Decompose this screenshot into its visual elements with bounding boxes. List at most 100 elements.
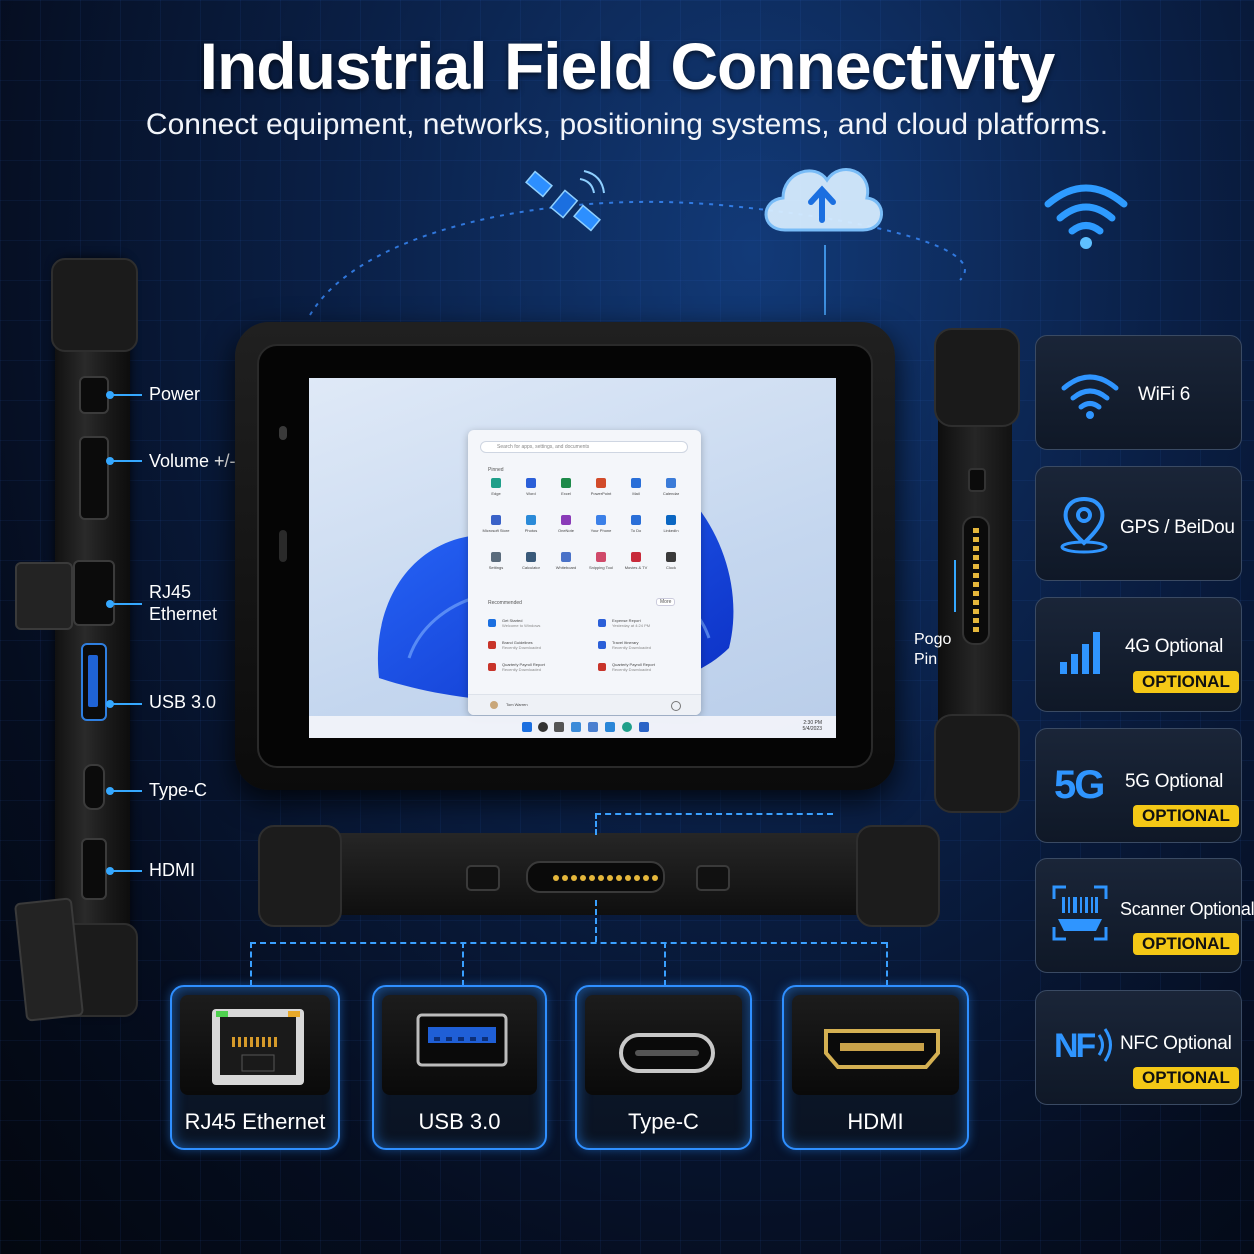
edge-icon[interactable]: [622, 722, 632, 732]
power-button[interactable]: [79, 376, 109, 414]
dash-to-usb: [462, 942, 464, 986]
recommended-title: Get Started: [502, 618, 523, 623]
pinned-app[interactable]: Mail: [621, 478, 651, 496]
task-view-icon[interactable]: [554, 722, 564, 732]
app-label: Mail: [632, 491, 640, 496]
type-c-port-icon: [585, 995, 742, 1095]
volume-label: Volume +/-: [149, 451, 236, 471]
power-leader: [106, 391, 142, 399]
pinned-app[interactable]: Microsoft Store: [481, 515, 511, 533]
clock-date: 5/4/2023: [802, 726, 822, 732]
app-icon: [596, 515, 606, 525]
file-icon: [598, 619, 606, 627]
dash-to-hdmi: [886, 942, 888, 986]
pinned-app[interactable]: Clock: [656, 552, 686, 570]
port-card-label: USB 3.0: [418, 1109, 501, 1134]
pinned-app[interactable]: Calendar: [656, 478, 686, 496]
port-card-usb: USB 3.0: [372, 985, 547, 1150]
pogo-leader: [954, 560, 956, 612]
pogo-pin: [643, 875, 649, 881]
location-pin-icon: [1060, 496, 1108, 554]
app-label: Microsoft Store: [482, 528, 510, 533]
bottom-button-right[interactable]: [696, 865, 730, 891]
app-label: Snipping Tool: [589, 565, 613, 570]
pinned-heading: Pinned: [488, 467, 504, 473]
pinned-app[interactable]: Whiteboard: [551, 552, 581, 570]
pinned-app[interactable]: Photos: [516, 515, 546, 533]
corner-bumper-bottom: [934, 714, 1020, 813]
app-label: To Do: [630, 528, 642, 533]
app-icon: [491, 478, 501, 488]
pinned-app[interactable]: Your Phone: [586, 515, 616, 533]
nfc-waves-icon: [1097, 1028, 1112, 1062]
pinned-app[interactable]: Snipping Tool: [586, 552, 616, 570]
barcode-scanner-icon: [1052, 885, 1108, 941]
rj45-port[interactable]: [73, 560, 115, 626]
more-button[interactable]: More: [656, 598, 676, 606]
type-c-port[interactable]: [83, 764, 105, 810]
bottom-button-left[interactable]: [466, 865, 500, 891]
pinned-app[interactable]: Word: [516, 478, 546, 496]
app-label: Calendar: [662, 491, 680, 496]
feature-label: WiFi 6: [1138, 384, 1191, 405]
optional-badge: OPTIONAL: [1133, 1067, 1239, 1089]
side-button[interactable]: [968, 468, 986, 492]
pinned-app[interactable]: To Do: [621, 515, 651, 533]
corner-bumper-top: [51, 258, 138, 352]
feature-card-gps: GPS / BeiDou: [1035, 466, 1242, 581]
volume-button[interactable]: [79, 436, 109, 520]
app-label: Edge: [491, 491, 501, 496]
avatar[interactable]: [490, 701, 498, 709]
pogo-pin: [625, 875, 631, 881]
pogo-pin: [616, 875, 622, 881]
usb-label: USB 3.0: [149, 692, 217, 712]
rj45-leader: [106, 600, 142, 608]
app-icon: [631, 515, 641, 525]
feature-card-5g: 5G 5G Optional OPTIONAL: [1035, 728, 1242, 843]
pinned-app[interactable]: Calculator: [516, 552, 546, 570]
file-icon: [488, 641, 496, 649]
port-card-hdmi: HDMI: [782, 985, 969, 1150]
app-label: OneNote: [557, 528, 574, 533]
user-name: Tom Warren: [506, 702, 528, 707]
hdmi-leader: [106, 867, 142, 875]
settings-icon[interactable]: [605, 722, 615, 732]
pinned-app[interactable]: PowerPoint: [586, 478, 616, 496]
rj45-port-cover[interactable]: [15, 562, 73, 630]
port-card-rj45: RJ45 Ethernet: [170, 985, 340, 1150]
app-icon: [596, 552, 606, 562]
start-footer: Tom Warren: [468, 694, 701, 715]
store-icon[interactable]: [639, 722, 649, 732]
pogo-pin: [634, 875, 640, 881]
start-icon[interactable]: [522, 722, 532, 732]
port-cover-flap[interactable]: [13, 897, 85, 1022]
pinned-app[interactable]: Settings: [481, 552, 511, 570]
dash-to-typec: [664, 942, 666, 986]
pinned-app[interactable]: OneNote: [551, 515, 581, 533]
usb-port[interactable]: [81, 643, 107, 721]
start-search-input[interactable]: Search for apps, settings, and documents: [480, 441, 688, 453]
search-icon[interactable]: [538, 722, 548, 732]
pinned-app[interactable]: Movies & TV: [621, 552, 651, 570]
app-icon: [631, 552, 641, 562]
chat-icon[interactable]: [588, 722, 598, 732]
pinned-app[interactable]: LinkedIn: [656, 515, 686, 533]
hdmi-port[interactable]: [81, 838, 107, 900]
pinned-app[interactable]: Edge: [481, 478, 511, 496]
pogo-pin: [562, 875, 568, 881]
port-card-label: RJ45 Ethernet: [184, 1109, 326, 1134]
power-icon[interactable]: [671, 701, 681, 711]
widgets-icon[interactable]: [571, 722, 581, 732]
pogo-pin: [553, 875, 559, 881]
port-card-typec: Type-C: [575, 985, 752, 1150]
pinned-app[interactable]: Excel: [551, 478, 581, 496]
app-icon: [491, 515, 501, 525]
wifi-icon: [1044, 184, 1128, 249]
wifi-icon: [1061, 374, 1119, 419]
